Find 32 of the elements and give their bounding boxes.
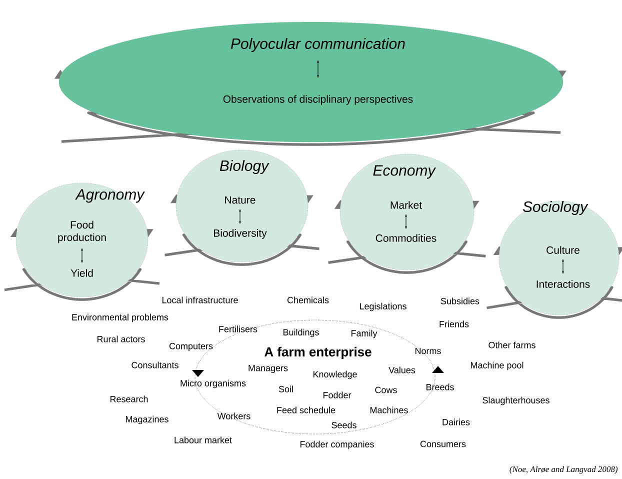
label: Micro organisms — [180, 380, 246, 388]
label: Environmental problems — [72, 314, 168, 322]
label: Feed schedule — [277, 406, 336, 414]
label: Research — [110, 396, 148, 402]
label: Subsidies — [440, 298, 480, 304]
label: Chemicals — [287, 296, 329, 304]
label: Machines — [370, 406, 408, 414]
label: Rural actors — [97, 336, 145, 342]
label: Computers — [169, 342, 213, 352]
label: Norms — [415, 348, 441, 354]
label: Workers — [217, 412, 250, 420]
label: Fertilisers — [219, 326, 258, 332]
label: Values — [388, 366, 416, 374]
label: Breeds — [426, 384, 454, 390]
label: Seeds — [332, 422, 356, 428]
label: Knowledge — [313, 370, 357, 380]
label: Managers — [248, 364, 288, 374]
label: Machine pool — [470, 362, 524, 370]
citation: (Noe, Alrøe and Langvad 2008) — [510, 466, 618, 474]
label: Slaughterhouses — [482, 396, 550, 406]
label: Labour market — [174, 436, 232, 444]
label: Soil — [278, 386, 293, 392]
label: Legislations — [360, 302, 406, 312]
label: Local infrastructure — [162, 296, 238, 304]
label: Magazines — [126, 416, 168, 424]
label: Fodder — [323, 392, 352, 398]
label: Consumers — [420, 440, 466, 448]
label: Buildings — [283, 328, 319, 338]
label: Family — [352, 330, 378, 338]
label: Consultants — [132, 362, 178, 368]
label: Cows — [375, 386, 397, 394]
label: Other farms — [488, 342, 536, 348]
